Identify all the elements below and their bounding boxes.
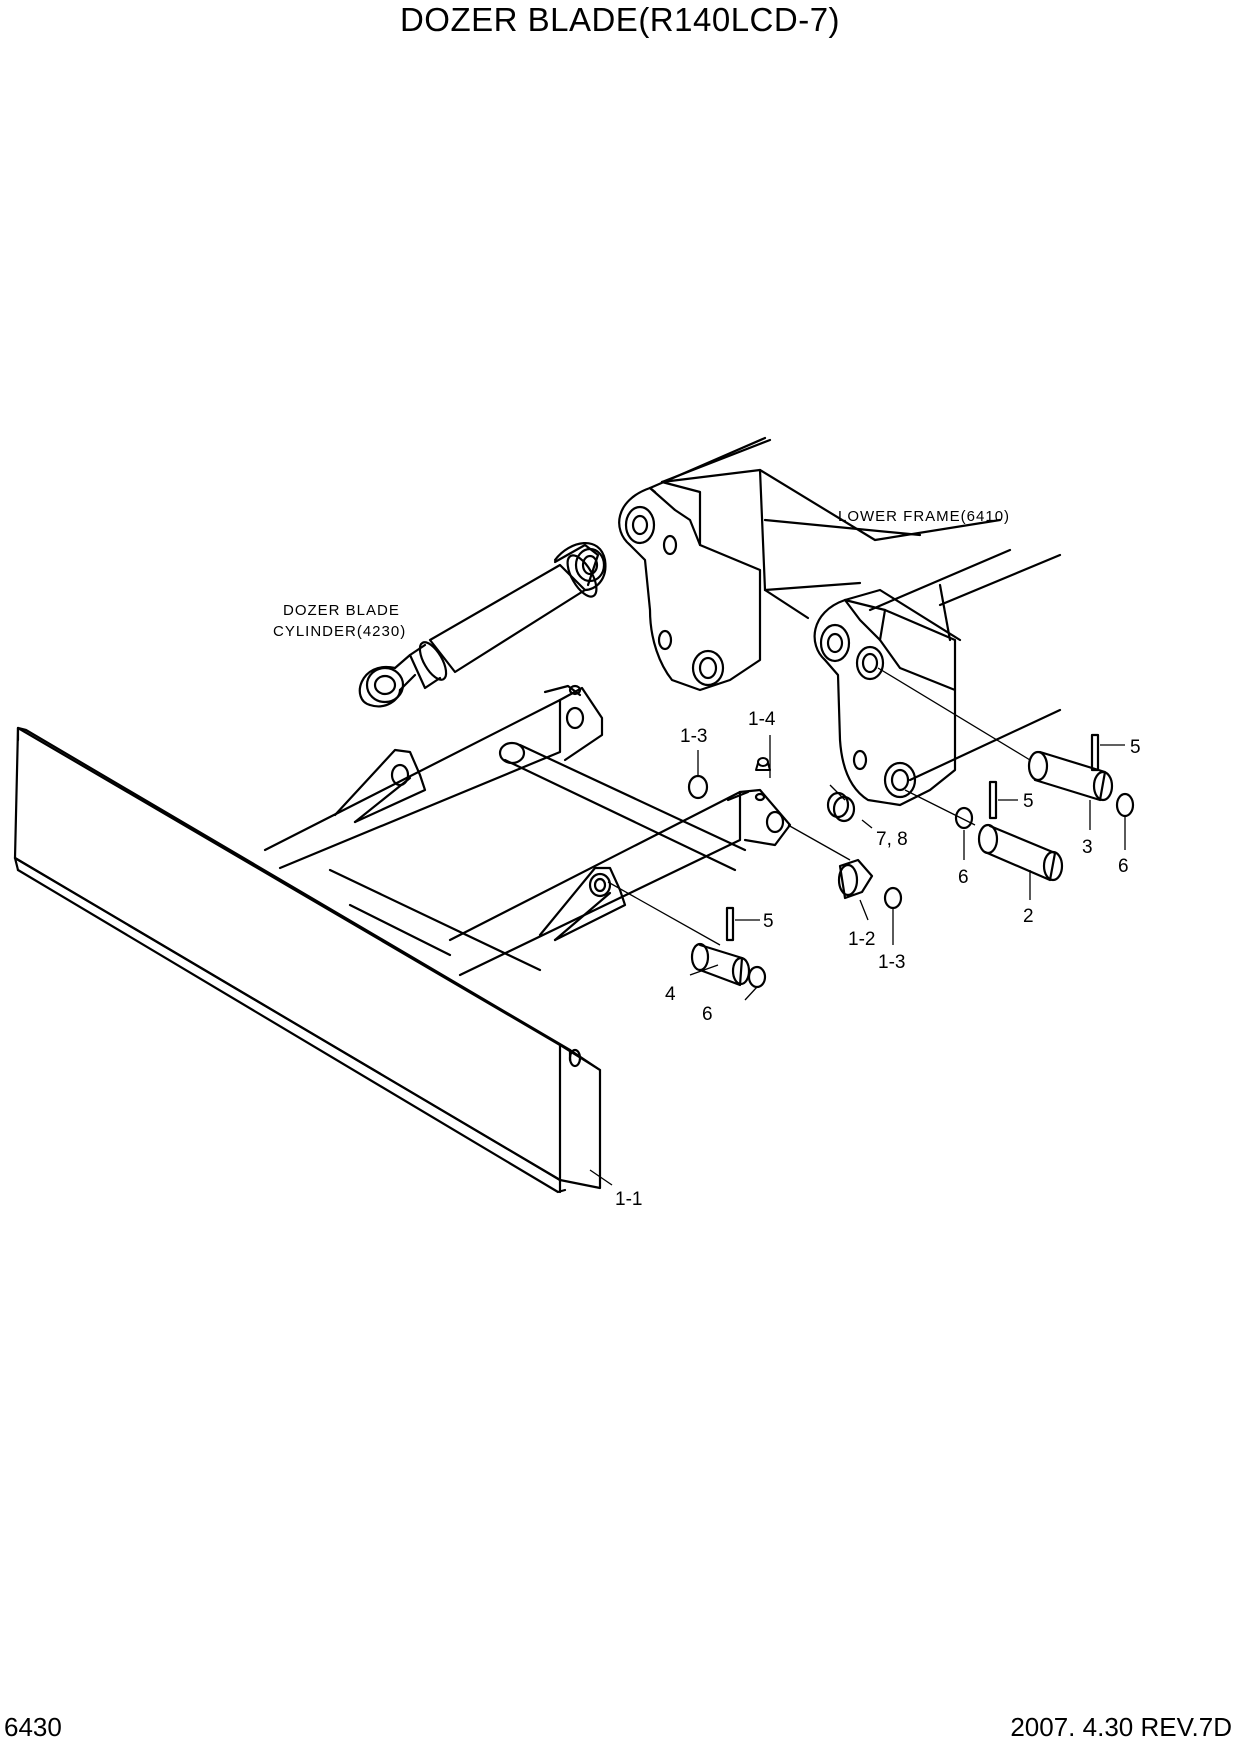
callout-1-2: 1-2 xyxy=(848,929,875,950)
revision-date: 2007. 4.30 REV.7D xyxy=(1010,1712,1232,1742)
callout-1-3-top: 1-3 xyxy=(680,726,707,747)
lower-frame xyxy=(618,436,1062,807)
page-code: 6430 xyxy=(4,1712,62,1742)
pin-2 xyxy=(977,823,999,855)
callout-5-mid: 5 xyxy=(1023,791,1034,812)
snap-ring xyxy=(747,965,767,989)
bushing xyxy=(837,863,859,897)
snap-ring xyxy=(954,806,974,830)
callout-2: 2 xyxy=(1023,906,1034,927)
cylinder-ref-line1: DOZER BLADE xyxy=(283,602,400,619)
callout-3: 3 xyxy=(1082,837,1093,858)
lock-pin xyxy=(1090,733,1100,772)
callout-6-mid: 6 xyxy=(958,867,969,888)
callout-6-right: 6 xyxy=(1118,856,1129,877)
callout-7-8: 7, 8 xyxy=(876,829,908,850)
callout-1-4: 1-4 xyxy=(748,709,776,730)
callout-4: 4 xyxy=(665,984,676,1005)
callout-6-left: 6 xyxy=(702,1004,713,1025)
dozer-blade-cylinder xyxy=(358,542,607,708)
callout-5-top: 5 xyxy=(1130,737,1141,758)
snap-ring xyxy=(1115,792,1135,818)
lock-pin xyxy=(725,906,735,942)
pin-4 xyxy=(690,942,710,972)
dozer-blade-assembly xyxy=(13,684,792,1194)
snap-ring xyxy=(883,886,903,910)
lock-pin xyxy=(988,780,998,820)
callout-1-3-bottom: 1-3 xyxy=(878,952,905,973)
leader-lines xyxy=(589,667,1126,1186)
snap-ring xyxy=(687,774,709,800)
callout-1-1: 1-1 xyxy=(615,1189,642,1210)
loose-parts xyxy=(687,733,1135,989)
pin-3 xyxy=(1027,750,1049,782)
callout-5-low: 5 xyxy=(763,911,774,932)
cylinder-ref-line2: CYLINDER(4230) xyxy=(273,623,406,640)
lower-frame-ref: LOWER FRAME(6410) xyxy=(838,508,1010,525)
page-title: DOZER BLADE(R140LCD-7) xyxy=(399,1,841,38)
